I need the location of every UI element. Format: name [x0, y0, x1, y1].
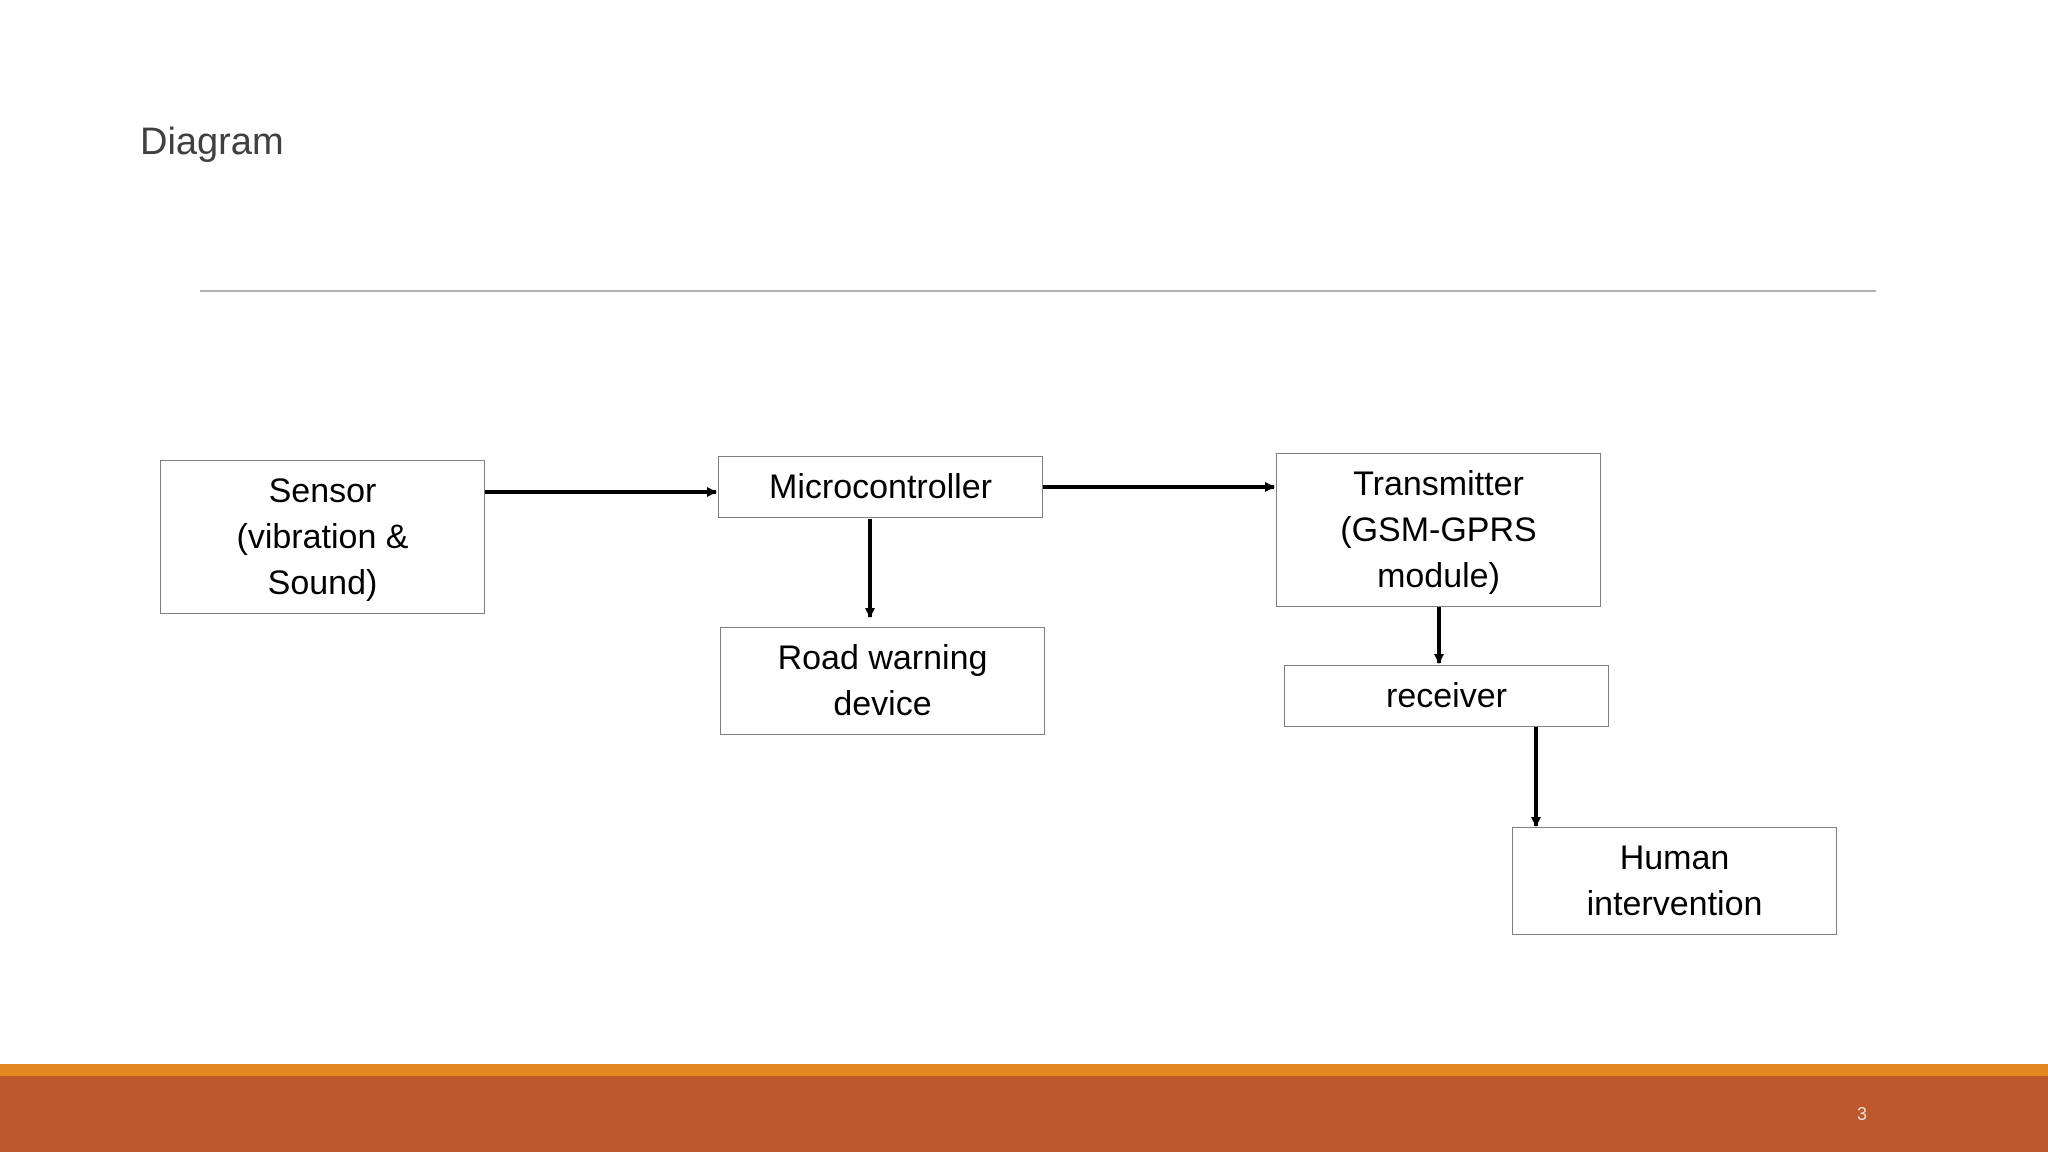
receiver-box: receiver: [1284, 665, 1609, 727]
microcontroller-box: Microcontroller: [718, 456, 1043, 518]
footer-accent-stripe: [0, 1064, 2048, 1076]
title-divider: [200, 290, 1876, 292]
transmitter-box: Transmitter (GSM-GPRS module): [1276, 453, 1601, 607]
sensor-box: Sensor (vibration & Sound): [160, 460, 485, 614]
footer-band: [0, 1076, 2048, 1152]
road-warning-device-box: Road warning device: [720, 627, 1045, 735]
human-intervention-box: Human intervention: [1512, 827, 1837, 935]
page-number: 3: [1856, 1104, 1867, 1124]
slide-title: Diagram: [140, 121, 284, 163]
